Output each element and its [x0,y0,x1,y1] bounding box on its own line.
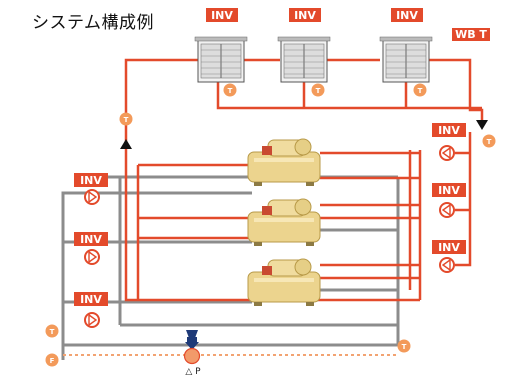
svg-text:INV: INV [438,241,460,254]
chilled-water-pump-3[interactable]: INV [74,292,108,328]
temperature-sensor-chw-right: T [397,339,411,353]
svg-text:T: T [228,87,233,95]
chiller-icon [247,198,321,247]
svg-text:T: T [487,138,492,146]
inv-badge [432,123,466,137]
cooling-tower-3[interactable]: INV [379,8,433,83]
svg-text:F: F [50,357,55,365]
inv-label: INV [211,9,233,22]
cooling-tower-icon [277,36,331,83]
svg-text:WB T: WB T [455,28,487,41]
cooling-water-pump-2[interactable]: INV [432,183,466,218]
temperature-sensor-return: T [482,134,496,148]
wet-bulb-temperature-badge: WB T [452,28,490,41]
temperature-sensor-chw-left: T [45,324,59,338]
svg-text:T: T [124,116,129,124]
temperature-sensor-supply: T [119,112,133,126]
inv-badge [206,8,238,22]
cooling-tower-icon [379,36,433,83]
inv-label: INV [294,9,316,22]
inv-badge [432,240,466,254]
differential-pressure-sensor [183,347,201,365]
temperature-sensor-ct3: T [413,83,427,97]
svg-text:INV: INV [438,184,460,197]
svg-text:T: T [50,328,55,336]
flow-arrow-icon [120,139,132,149]
inv-badge [432,183,466,197]
bypass-valve[interactable] [185,330,199,350]
cooling-water-pump-3[interactable]: INV [432,240,466,273]
svg-text:T: T [402,343,407,351]
inv-badge [74,232,108,246]
inv-label: INV [396,9,418,22]
chilled-water-pump-1[interactable]: INV [74,173,108,205]
inv-badge [391,8,423,22]
svg-text:INV: INV [80,293,102,306]
diagram-title: システム構成例 [32,13,154,33]
cooling-water-piping [124,58,484,302]
svg-text:INV: INV [80,233,102,246]
inv-badge [74,292,108,306]
temperature-sensor-ct1: T [223,83,237,97]
chilled-water-pump-2[interactable]: INV [74,232,108,265]
temperature-sensor-ct2: T [311,83,325,97]
svg-text:INV: INV [80,174,102,187]
chiller-1[interactable] [247,138,321,187]
cooling-tower-icon [194,36,248,83]
cooling-tower-2[interactable]: INV [277,8,331,83]
cooling-water-pump-1[interactable]: INV [432,123,466,161]
chiller-3[interactable] [247,258,321,307]
svg-text:T: T [316,87,321,95]
flow-sensor: F [45,353,59,367]
valve-icon [186,330,198,338]
flow-arrow-icon [476,120,488,130]
differential-pressure-label: △ P [185,367,201,377]
cooling-tower-1[interactable]: INV [194,8,248,83]
chiller-icon [247,138,321,187]
svg-text:INV: INV [438,124,460,137]
svg-text:T: T [418,87,423,95]
chiller-2[interactable] [247,198,321,247]
inv-badge [289,8,321,22]
chiller-icon [247,258,321,307]
inv-badge [74,173,108,187]
